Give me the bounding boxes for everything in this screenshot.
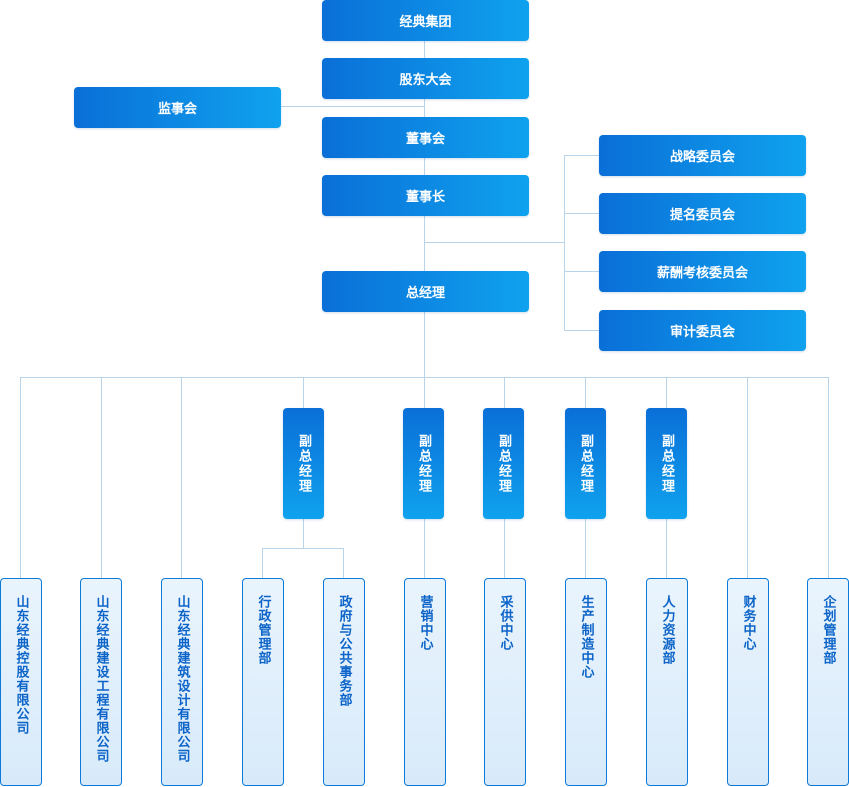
connector-drop-10 xyxy=(747,377,748,578)
connector-drop-vp5 xyxy=(666,377,667,408)
dept-planning-management[interactable]: 企划管理部 xyxy=(807,578,849,786)
dept-architecture-design-company[interactable]: 山东经典建筑设计有限公司 xyxy=(161,578,203,786)
connector-committee-branch xyxy=(425,242,565,243)
connector-drop-vp1 xyxy=(303,377,304,408)
node-supervisory-board[interactable]: 监事会 xyxy=(74,87,281,128)
connector-committee-3 xyxy=(564,271,600,272)
node-vice-manager-5[interactable]: 副总经理 xyxy=(646,408,687,519)
dept-marketing-center[interactable]: 营销中心 xyxy=(404,578,446,786)
connector-supervisors xyxy=(281,106,425,107)
dept-government-public-affairs[interactable]: 政府与公共事务部 xyxy=(323,578,365,786)
connector-committee-2 xyxy=(564,213,600,214)
connector-vp5-down xyxy=(666,519,667,578)
connector-committee-1 xyxy=(564,155,600,156)
connector-drop-1 xyxy=(20,377,21,578)
connector-committee-4 xyxy=(564,330,600,331)
node-general-manager[interactable]: 总经理 xyxy=(322,271,529,312)
connector-drop-vp3 xyxy=(504,377,505,408)
node-vice-manager-4[interactable]: 副总经理 xyxy=(565,408,606,519)
node-vice-manager-2[interactable]: 副总经理 xyxy=(403,408,444,519)
node-audit-committee[interactable]: 审计委员会 xyxy=(599,310,806,351)
connector-committee-spine xyxy=(564,155,565,331)
node-strategy-committee[interactable]: 战略委员会 xyxy=(599,135,806,176)
node-shareholders-meeting[interactable]: 股东大会 xyxy=(322,58,529,99)
connector-vp3-down xyxy=(504,519,505,578)
connector-drop-vp4 xyxy=(585,377,586,408)
connector-drop-4 xyxy=(262,548,263,578)
connector-vp2-down xyxy=(424,519,425,578)
connector-drop-vp2 xyxy=(424,377,425,408)
connector-vp1-split xyxy=(262,548,344,549)
connector-drop-3 xyxy=(181,377,182,578)
dept-procurement-center[interactable]: 采供中心 xyxy=(484,578,526,786)
node-vice-manager-1[interactable]: 副总经理 xyxy=(283,408,324,519)
connector-drop-5 xyxy=(343,548,344,578)
node-group[interactable]: 经典集团 xyxy=(322,0,529,41)
node-compensation-committee[interactable]: 薪酬考核委员会 xyxy=(599,251,806,292)
connector-vp4-down xyxy=(585,519,586,578)
dept-construction-company[interactable]: 山东经典建设工程有限公司 xyxy=(80,578,122,786)
dept-manufacturing-center[interactable]: 生产制造中心 xyxy=(565,578,607,786)
dept-administration[interactable]: 行政管理部 xyxy=(242,578,284,786)
connector-vp1-down xyxy=(303,519,304,549)
node-vice-manager-3[interactable]: 副总经理 xyxy=(483,408,524,519)
node-board-of-directors[interactable]: 董事会 xyxy=(322,117,529,158)
dept-human-resources[interactable]: 人力资源部 xyxy=(646,578,688,786)
node-nomination-committee[interactable]: 提名委员会 xyxy=(599,193,806,234)
dept-finance-center[interactable]: 财务中心 xyxy=(727,578,769,786)
node-chairman[interactable]: 董事长 xyxy=(322,175,529,216)
dept-holding-company[interactable]: 山东经典控股有限公司 xyxy=(0,578,42,786)
connector-drop-11 xyxy=(828,377,829,578)
connector-drop-2 xyxy=(101,377,102,578)
